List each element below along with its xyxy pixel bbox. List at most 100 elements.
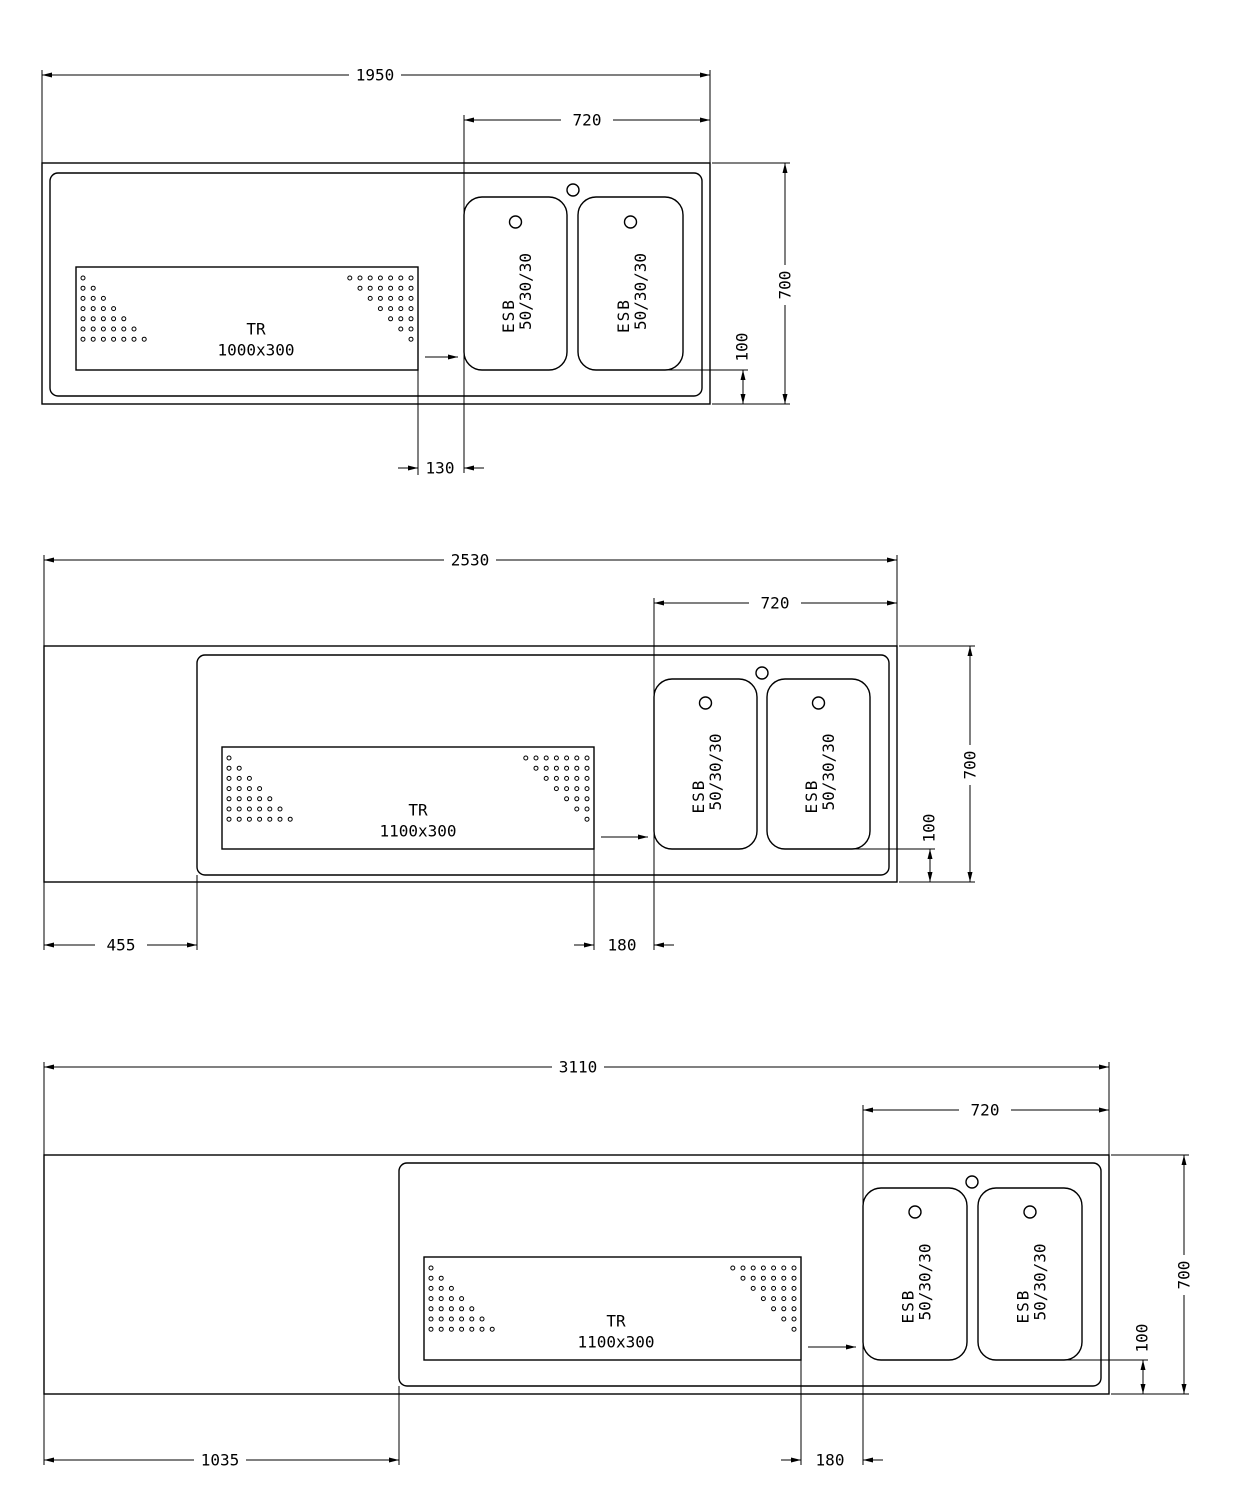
drain-hole — [287, 816, 293, 822]
drain-hole — [438, 1306, 444, 1312]
drain-hole — [428, 1275, 434, 1281]
drain-hole — [459, 1326, 465, 1332]
drain-hole — [771, 1265, 777, 1271]
drain-hole — [428, 1306, 434, 1312]
depth-dimension-label-bg — [776, 265, 794, 305]
worktop-outline — [43, 645, 898, 883]
drain-hole — [750, 1285, 756, 1291]
drain-hole — [226, 786, 232, 792]
drain-hole — [111, 306, 117, 312]
drainer-recess — [196, 654, 890, 876]
bowl-size-label: 50/30/30 — [819, 733, 838, 810]
drain-hole — [584, 775, 590, 781]
drain-hole — [533, 755, 539, 761]
drain-hole — [226, 765, 232, 771]
bowl-drain-icon — [508, 215, 523, 229]
drain-hole — [428, 1265, 434, 1271]
tray-size-label: 1100x300 — [379, 822, 456, 841]
drain-hole — [469, 1306, 475, 1312]
drain-hole — [388, 275, 394, 281]
drain-hole — [388, 285, 394, 291]
drain-hole — [131, 326, 137, 332]
drain-hole — [781, 1265, 787, 1271]
arrowhead — [44, 942, 54, 948]
overall-length-dimension-label-bg — [444, 551, 496, 569]
bowl-zone-dimension-label-bg — [959, 1101, 1011, 1119]
drain-hole — [781, 1306, 787, 1312]
drain-hole — [428, 1326, 434, 1332]
drain-hole — [574, 806, 580, 812]
drain-hole — [226, 806, 232, 812]
arrowhead — [1181, 1384, 1187, 1394]
drain-hole — [564, 775, 570, 781]
drain-hole — [791, 1265, 797, 1271]
arrowhead — [887, 557, 897, 563]
tray-gap-label-bg — [422, 459, 458, 477]
arrowhead — [1140, 1360, 1146, 1370]
drain-hole — [377, 295, 383, 301]
overall-length-dimension-label-bg — [552, 1058, 604, 1076]
drain-hole — [553, 755, 559, 761]
drain-hole — [760, 1296, 766, 1302]
drain-hole — [438, 1316, 444, 1322]
drain-hole — [408, 285, 414, 291]
drain-hole — [111, 326, 117, 332]
tap-hole-icon — [965, 1175, 979, 1189]
drain-hole — [740, 1275, 746, 1281]
drain-hole — [791, 1326, 797, 1332]
drain-hole — [398, 306, 404, 312]
drain-hole — [791, 1316, 797, 1322]
drain-hole — [257, 786, 263, 792]
arrowhead — [42, 72, 52, 78]
bowl-code-label: ESB — [899, 1289, 918, 1324]
bowl-code-label: ESB — [499, 298, 518, 333]
drain-hole — [90, 316, 96, 322]
tray-gap-label-bg — [604, 936, 640, 954]
bowl-drain-icon — [811, 696, 826, 710]
drain-hole — [543, 755, 549, 761]
arrowhead — [887, 600, 897, 606]
bowl-drain-icon — [908, 1205, 922, 1219]
arrowhead — [584, 942, 594, 948]
left-offset-dimension-label: 455 — [107, 936, 136, 955]
drain-hole — [90, 336, 96, 342]
drain-hole — [141, 336, 147, 342]
left-offset-dimension-label-bg — [95, 936, 147, 954]
drain-hole — [367, 275, 373, 281]
drain-hole — [388, 316, 394, 322]
drain-hole — [90, 285, 96, 291]
drain-hole — [367, 285, 373, 291]
drain-hole — [574, 786, 580, 792]
drain-hole — [760, 1265, 766, 1271]
drain-hole — [564, 755, 570, 761]
bowl-front-offset-label: 100 — [1133, 1324, 1152, 1353]
arrowhead — [389, 1457, 399, 1463]
drain-hole — [791, 1275, 797, 1281]
drain-hole — [469, 1316, 475, 1322]
bowl-zone-dimension-label-bg — [561, 111, 613, 129]
drain-hole — [408, 295, 414, 301]
bowl-drain-icon — [1023, 1205, 1037, 1219]
drain-hole — [574, 755, 580, 761]
bowl-code-label: ESB — [614, 298, 633, 333]
drain-hole — [771, 1275, 777, 1281]
drain-hole — [377, 306, 383, 312]
arrowhead — [408, 465, 418, 471]
drain-hole — [730, 1265, 736, 1271]
drain-hole — [408, 316, 414, 322]
drain-hole — [398, 295, 404, 301]
tray-gap-dimension-label: 180 — [608, 936, 637, 955]
drain-hole — [388, 295, 394, 301]
bowl-drain-icon — [698, 696, 713, 710]
drain-hole — [750, 1275, 756, 1281]
arrowhead — [1099, 1107, 1109, 1113]
drain-hole — [584, 765, 590, 771]
drain-hole — [377, 275, 383, 281]
arrowhead — [1099, 1064, 1109, 1070]
arrowhead — [638, 834, 648, 840]
drain-hole — [479, 1316, 485, 1322]
arrowhead — [44, 1064, 54, 1070]
drain-hole — [131, 336, 137, 342]
